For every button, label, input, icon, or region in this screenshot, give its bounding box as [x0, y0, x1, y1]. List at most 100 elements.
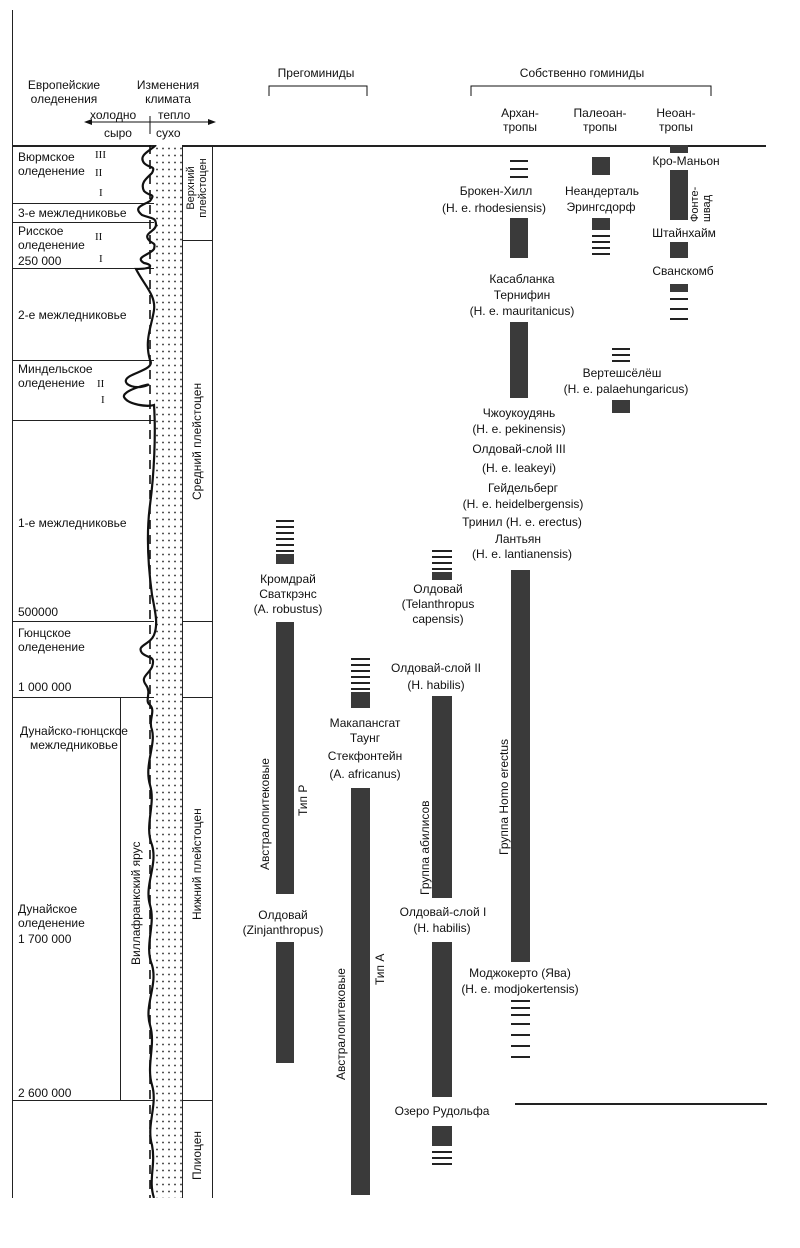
neoanthropes-header: Неоан-тропы — [656, 106, 696, 134]
pekinensis-label: (H. e. pekinensis) — [472, 422, 566, 436]
australopithecine-p-bar — [276, 622, 294, 894]
age-1700000-label: 1 700 000 — [18, 932, 72, 946]
climate-changes-label: Изменения климата — [136, 78, 200, 106]
epoch-column-right-line — [212, 145, 213, 1198]
modjokerto-dash — [511, 1034, 530, 1036]
swartkrans-label: Сваткрэнс — [259, 587, 317, 601]
modjokerto-dash — [511, 1014, 530, 1016]
dry-dotted-band — [154, 145, 182, 1198]
age-250000-label: 250 000 — [18, 254, 62, 268]
climate-curve — [122, 145, 158, 1198]
ehringsdorf-dash — [592, 235, 610, 237]
leakeyi-label: (H. e. leakeyi) — [481, 461, 557, 475]
africanus-dash — [351, 688, 370, 690]
robustus-dash — [276, 526, 294, 528]
type-p-label: Тип Р — [296, 784, 310, 816]
telanthropus-dash — [432, 550, 452, 552]
gunz-label: Гюнцское оледенение — [18, 626, 85, 654]
broken-hill-label: Брокен-Хилл — [459, 184, 533, 198]
erectus-group-label: Группа Homo erectus — [497, 738, 511, 855]
age-1000000-label: 1 000 000 — [18, 680, 72, 694]
vertesszolos-dash — [612, 348, 630, 350]
modjokerto-dash — [511, 1056, 530, 1058]
wurm-mark-1: I — [99, 187, 103, 199]
divider-1000000 — [12, 697, 212, 698]
robustus-dash — [276, 550, 294, 552]
telanthropus-dash — [432, 562, 452, 564]
divider-riss — [12, 222, 154, 223]
interglacial-1-label: 1-е межледниковье — [18, 516, 127, 530]
broken-hill-dash — [510, 176, 528, 178]
age-500000-label: 500000 — [18, 605, 59, 619]
habilis-group-bar — [432, 696, 452, 898]
modjokertensis-label: (H. e. modjokertensis) — [461, 982, 579, 996]
olduvai-2-label: Олдовай-слой II — [390, 661, 482, 675]
prehominids-bracket — [268, 85, 368, 96]
divider-250000 — [12, 268, 154, 269]
mindel-mark-2: II — [97, 378, 105, 390]
zhoukoudian-label: Чжоукоудянь — [482, 406, 556, 420]
telanthropus-dash — [432, 568, 452, 570]
australopithecines-a-label: Австралопитековые — [334, 968, 348, 1080]
wet-label: сыро — [104, 126, 132, 140]
steinheim-bar — [670, 242, 688, 258]
lower-pleistocene-label: Нижний плейстоцен — [190, 808, 204, 920]
divider-mindel-bottom — [12, 420, 182, 421]
robustus-dash — [276, 538, 294, 540]
rudolf-label: Озеро Рудольфа — [394, 1104, 490, 1118]
neanderthal-bar — [592, 157, 610, 175]
wurm-mark-3: III — [95, 149, 106, 161]
divider-mindel-top — [12, 360, 182, 361]
mauritanicus-label: (H. e. mauritanicus) — [469, 304, 575, 318]
divider-500000 — [12, 621, 212, 622]
mindel-mark-1: I — [101, 394, 105, 406]
fontechevade-bar — [670, 170, 688, 220]
modjokerto-label: Моджокерто (Ява) — [469, 966, 571, 980]
casablanca-label: Касабланка — [489, 272, 555, 286]
danube-bracket-line — [120, 698, 121, 1100]
trinil-label: Тринил (H. e. erectus) — [462, 515, 582, 529]
robustus-dash — [276, 520, 294, 522]
wurm-label: Вюрмское оледенение — [18, 150, 85, 178]
interglacial-3-label: 3-е межледниковье — [18, 206, 127, 220]
swanscombe-label: Сванскомб — [652, 264, 714, 278]
capensis-label: capensis) — [412, 612, 464, 626]
epoch-upper-middle-divider — [182, 240, 212, 241]
age-2600000-label: 2 600 000 — [18, 1086, 72, 1100]
sterkfontein-label: Стекфонтейн — [327, 749, 403, 763]
cro-magnon-label: Кро-Маньон — [652, 154, 720, 168]
vertesszolos-dash — [612, 354, 630, 356]
rudolf-bar — [432, 1126, 452, 1146]
hominids-bracket — [470, 85, 712, 96]
ehringsdorf-bar — [592, 218, 610, 230]
rudolf-dash — [432, 1163, 452, 1165]
upper-pleistocene-label: Верхний плейстоцен — [185, 158, 209, 218]
palaehungaricus-bar — [612, 400, 630, 413]
africanus-dash — [351, 658, 370, 660]
broken-hill-dash — [510, 168, 528, 170]
habilis-group-label: Группа абилисов — [418, 800, 432, 895]
zinjanthropus-label: (Zinjanthropus) — [242, 923, 324, 937]
heidelberg-label: Гейдельберг — [487, 481, 559, 495]
fontechevade-label: Фонте-швад — [689, 186, 713, 222]
rudolf-dash — [432, 1157, 452, 1159]
olduvai-zinj-label: Олдовай — [258, 908, 308, 922]
australopithecines-p-label: Австралопитековые — [258, 758, 272, 870]
palaehungaricus-label: (H. e. palaehungaricus) — [563, 382, 689, 396]
type-a-label: Тип А — [373, 953, 387, 985]
cold-label: холодно — [90, 108, 137, 122]
taung-label: Таунг — [349, 731, 381, 745]
riss-mark-1: I — [99, 253, 103, 265]
archanthropes-header: Архан-тропы — [501, 106, 539, 134]
modjokerto-dash — [511, 1045, 530, 1047]
kromdraai-label: Кромдрай — [260, 572, 316, 586]
telanthropus-label: (Telanthropus — [401, 597, 475, 611]
wurm-mark-2: II — [95, 167, 103, 179]
swanscombe-dash — [670, 308, 688, 310]
olduvai-telanthropus-label: Олдовай — [413, 582, 463, 596]
modjokerto-dash — [511, 1023, 530, 1025]
ternifine-label: Тернифин — [493, 288, 551, 302]
dry-label: сухо — [156, 126, 181, 140]
ehringsdorf-dash — [592, 253, 610, 255]
middle-pleistocene-label: Средний плейстоцен — [190, 382, 204, 500]
